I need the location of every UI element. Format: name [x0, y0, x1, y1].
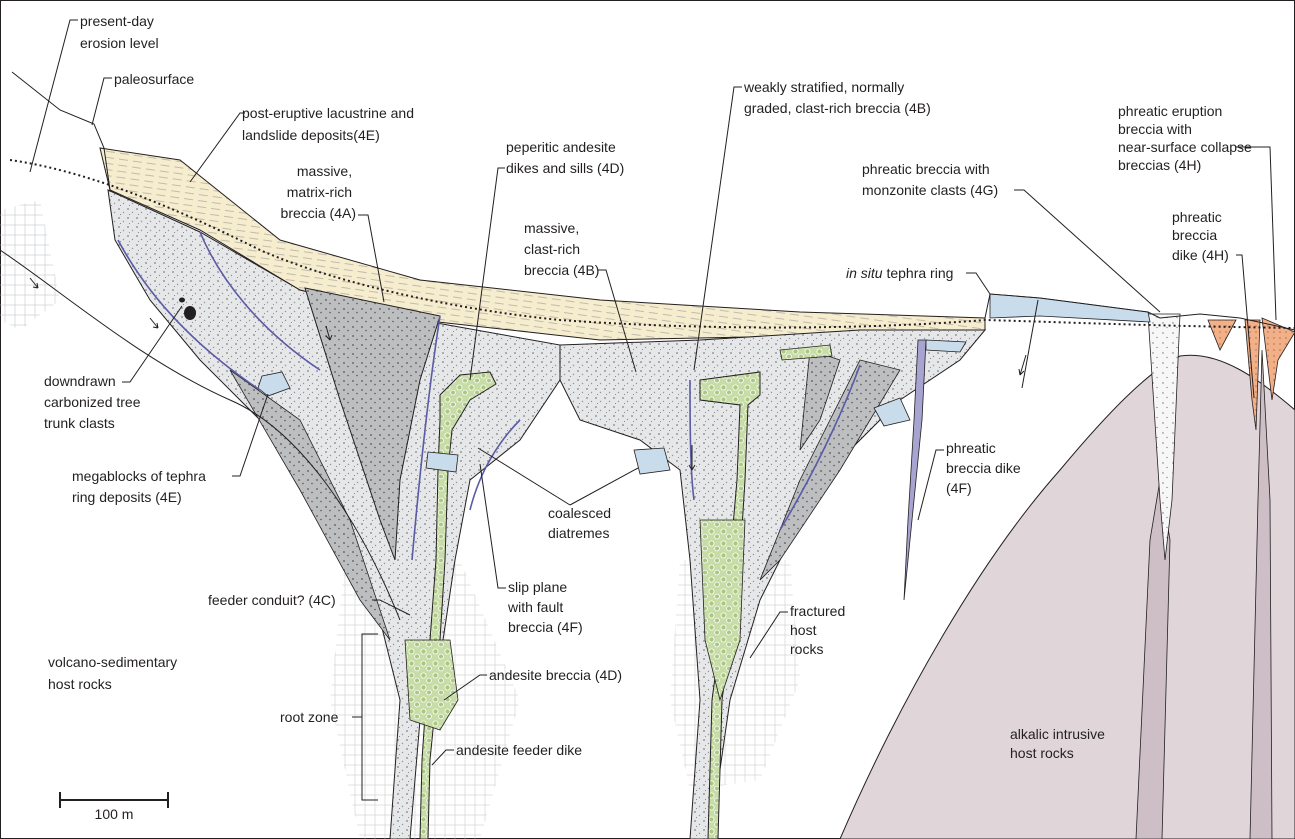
- label-present-day-erosion: present-day erosion level: [80, 13, 159, 51]
- label-fractured-host: fractured host rocks: [790, 603, 849, 657]
- leader-post-eruptive: [190, 113, 245, 182]
- label-peperitic: peperitic andesite dikes and sills (4D): [506, 139, 624, 176]
- label-massive-clast-rich: massive, clast-rich breccia (4B): [524, 220, 599, 278]
- label-phreatic-monzonite: phreatic breccia with monzonite clasts (…: [862, 161, 998, 198]
- scale-bar: 100 m: [60, 792, 168, 822]
- leader-coalesced-right: [570, 468, 638, 505]
- carbonized-tree-clast-1: [184, 306, 196, 320]
- label-post-eruptive: post-eruptive lacustrine and landslide d…: [242, 105, 418, 143]
- present-day-erosion-surface: [12, 72, 110, 190]
- label-volcano-sedimentary: volcano-sedimentary host rocks: [48, 654, 181, 692]
- label-megablocks: megablocks of tephra ring deposits (4E): [72, 468, 210, 505]
- label-root-zone: root zone: [280, 709, 339, 725]
- tephra-megablock-2: [426, 452, 458, 472]
- label-in-situ-tephra-ring: in situ tephra ring: [846, 265, 953, 281]
- label-weakly-stratified: weakly stratified, normally graded, clas…: [743, 79, 931, 116]
- leader-slip-plane: [480, 464, 506, 588]
- leader-monzonite: [1014, 190, 1160, 312]
- tephra-megablock-5: [926, 340, 966, 352]
- leader-paleosurface: [92, 78, 112, 125]
- leader-phreatic-eruption: [1236, 147, 1276, 320]
- leader-coalesced-left: [478, 448, 570, 505]
- phreatic-eruption-4h-cone-1: [1208, 320, 1236, 350]
- tephra-ring-in-situ: [990, 294, 1150, 322]
- label-paleosurface: paleosurface: [114, 71, 194, 87]
- label-coalesced-diatremes: coalesced diatremes: [548, 505, 615, 541]
- scale-bar-label: 100 m: [95, 806, 134, 822]
- alkalic-intrusive-body: [840, 355, 1295, 839]
- label-phreatic-eruption: phreatic eruption breccia with near-surf…: [1118, 103, 1256, 173]
- label-feeder-conduit: feeder conduit? (4C): [208, 592, 336, 608]
- label-phreatic-dike-4f: phreatic breccia dike (4F): [946, 440, 1025, 496]
- downdrag-arrow-2: [150, 318, 158, 328]
- carbonized-tree-clast-2: [179, 298, 185, 303]
- leader-tephra-ring: [966, 273, 990, 294]
- leader-erosion: [30, 20, 78, 172]
- label-massive-matrix-rich: massive, matrix-rich breccia (4A): [281, 163, 356, 221]
- label-phreatic-dike-4h: phreatic breccia dike (4H): [1172, 209, 1229, 263]
- label-slip-plane: slip plane with fault breccia (4F): [507, 579, 583, 635]
- fractured-host-halo-edge: [0, 200, 60, 330]
- leader-phreatic-dike-4f: [918, 450, 944, 520]
- tephra-megablock-3: [634, 448, 670, 474]
- label-andesite-breccia: andesite breccia (4D): [489, 667, 622, 683]
- label-andesite-feeder-dike: andesite feeder dike: [456, 742, 582, 758]
